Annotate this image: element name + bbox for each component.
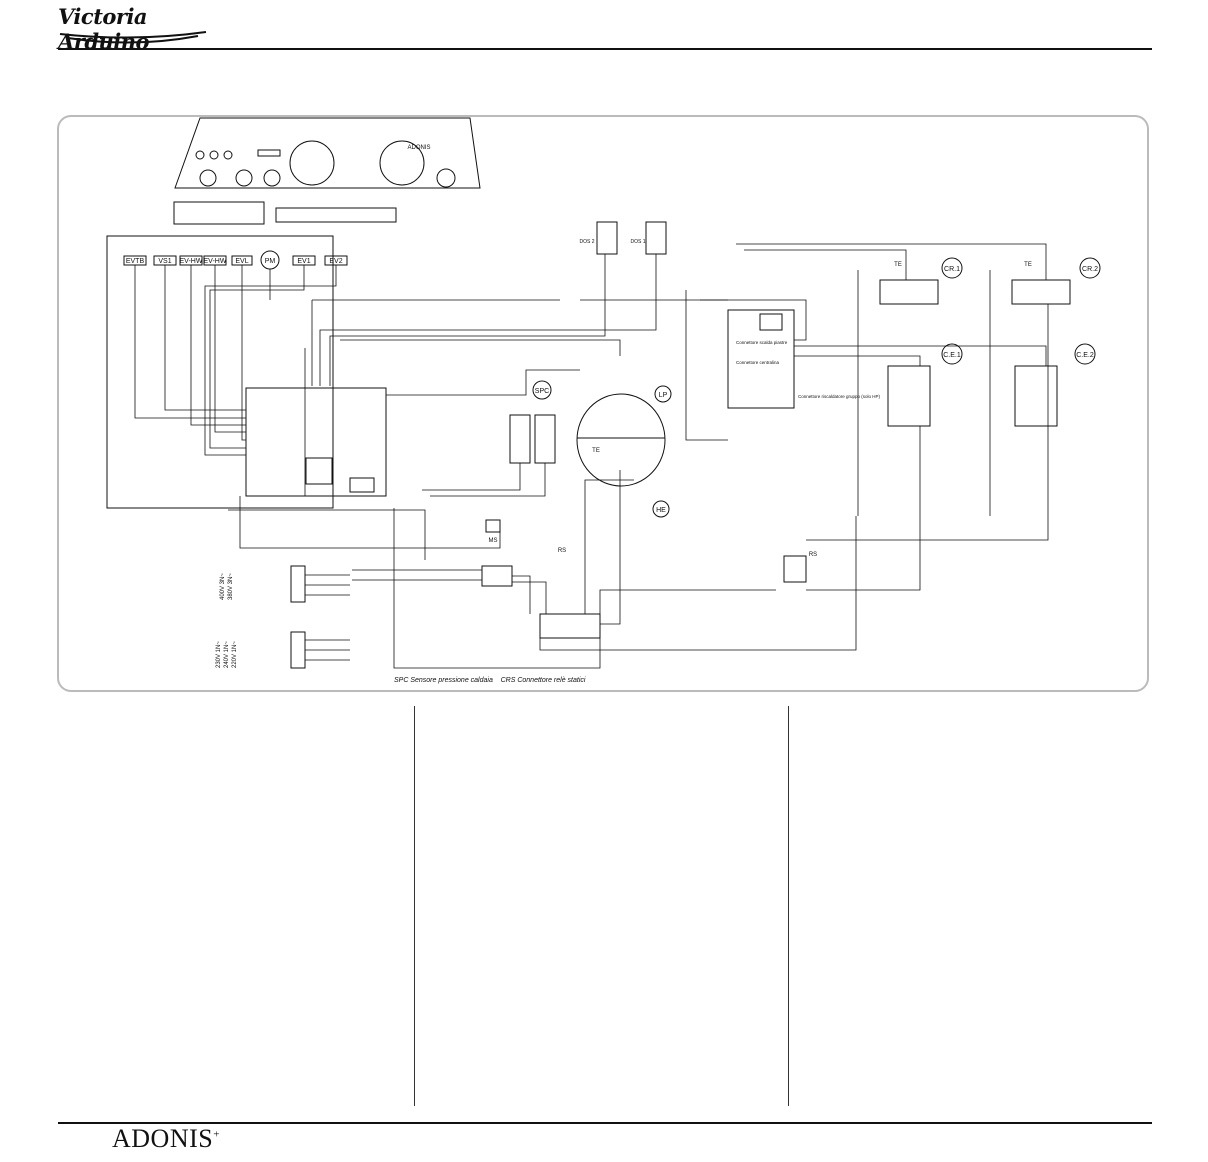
- control-unit: [727, 309, 795, 409]
- label-dos1: DOS 1: [630, 239, 645, 245]
- ribbon-cable-left: [173, 201, 265, 225]
- level-probe: [654, 385, 672, 403]
- label-evhw-2: EV-HW: [204, 258, 227, 265]
- cr1-label-circle: [941, 257, 963, 279]
- boiler: [576, 393, 666, 487]
- label-ev2: EV2: [329, 258, 342, 265]
- indicator-light-1: [195, 150, 205, 160]
- group-head-1: [289, 140, 335, 186]
- note-connector-lower: Connettore riscaldatore gruppo (solo HP): [798, 394, 881, 399]
- supply-three-phase-1: 400V 3N~: [220, 573, 226, 600]
- cr2-heater: [1011, 279, 1071, 305]
- ce1-label-circle: [941, 343, 963, 365]
- label-rs-right: RS: [809, 552, 817, 558]
- harness-frame: [106, 235, 334, 509]
- label-ce2: C.E.2: [1076, 352, 1094, 359]
- steam-knob-left: [199, 169, 217, 187]
- victoria-arduino-logo: Victoria Arduino: [58, 4, 208, 54]
- label-rs-left: RS: [558, 548, 566, 554]
- label-lp: LP: [659, 392, 668, 399]
- wiring-diagram-panel: [57, 115, 1149, 692]
- label-te-cr1: TE: [894, 262, 902, 268]
- indicator-light-3: [223, 150, 233, 160]
- static-relays: [539, 613, 601, 639]
- ce2-label-circle: [1074, 343, 1096, 365]
- header-rule: [58, 48, 1152, 50]
- ce1-boiler: [887, 365, 931, 427]
- label-evtb: EVTB: [126, 258, 145, 265]
- group-head-2: [379, 140, 425, 186]
- board-relay: [349, 477, 375, 493]
- label-dos2: DOS 2: [579, 239, 594, 245]
- product-name-text: ADONIS: [112, 1124, 214, 1153]
- label-evl: EVL: [235, 258, 248, 265]
- steam-knob-center: [263, 169, 281, 187]
- ribbon-cable-right: [275, 207, 397, 223]
- note-connector-middle: Connettore centralina: [736, 360, 780, 365]
- label-adonis-panel: ADONIS: [407, 145, 430, 151]
- single-phase-terminal: [290, 631, 306, 669]
- column-divider-2: [788, 706, 789, 1106]
- spc-sensor: [532, 380, 552, 400]
- group-relay-2: [534, 414, 556, 464]
- heating-element: [652, 500, 670, 518]
- three-phase-terminal: [290, 565, 306, 603]
- label-he: HE: [656, 507, 666, 514]
- dosage-group-1: [645, 221, 667, 255]
- label-cr1: CR.1: [944, 266, 960, 273]
- column-divider-1: [414, 706, 415, 1106]
- label-ms: MS: [489, 538, 498, 544]
- label-pm: PM: [265, 258, 276, 265]
- label-ce1: C.E.1: [943, 352, 961, 359]
- display-window: [257, 149, 281, 157]
- main-contactor: [481, 565, 513, 587]
- cr1-heater: [879, 279, 939, 305]
- label-spc: SPC: [535, 388, 549, 395]
- steam-knob-right: [436, 168, 456, 188]
- diagram-legend: SPC Sensore pressione caldaia CRS Connet…: [394, 677, 586, 684]
- label-te-cr2: TE: [1024, 262, 1032, 268]
- ms-switch: [485, 519, 501, 533]
- product-name: ADONIS+: [112, 1124, 220, 1154]
- dosage-group-2: [596, 221, 618, 255]
- supply-single-phase-3: 220V 1N~: [232, 641, 238, 668]
- control-board: [245, 387, 387, 497]
- logo-swoosh: [59, 31, 207, 44]
- label-ev1: EV1: [297, 258, 310, 265]
- note-connector-upper: Connettore scalda piastre: [736, 340, 788, 345]
- label-evhw-1: EV-HW: [180, 258, 203, 265]
- wiring-diagram: EVTB VS1 EV-HW EV-HW EVL PM EV1 EV2 ADON…: [106, 117, 1101, 684]
- supply-single-phase-2: 240V 1N~: [224, 641, 230, 668]
- cr2-label-circle: [1079, 257, 1101, 279]
- board-transformer: [305, 457, 333, 485]
- footer-rule: [58, 1122, 1152, 1124]
- label-te-boiler: TE: [592, 448, 600, 454]
- machine-front-panel: [174, 117, 481, 189]
- group-relay-1: [509, 414, 531, 464]
- product-name-suffix: +: [213, 1128, 220, 1141]
- indicator-light-2: [209, 150, 219, 160]
- hot-water-knob: [235, 169, 253, 187]
- supply-three-phase-2: 380V 3N~: [228, 573, 234, 600]
- control-unit-display: [759, 313, 783, 331]
- label-vs1: VS1: [158, 258, 171, 265]
- ce2-boiler: [1014, 365, 1058, 427]
- rs-relay: [783, 555, 807, 583]
- supply-single-phase-1: 230V 1N~: [216, 641, 222, 668]
- label-cr2: CR.2: [1082, 266, 1098, 273]
